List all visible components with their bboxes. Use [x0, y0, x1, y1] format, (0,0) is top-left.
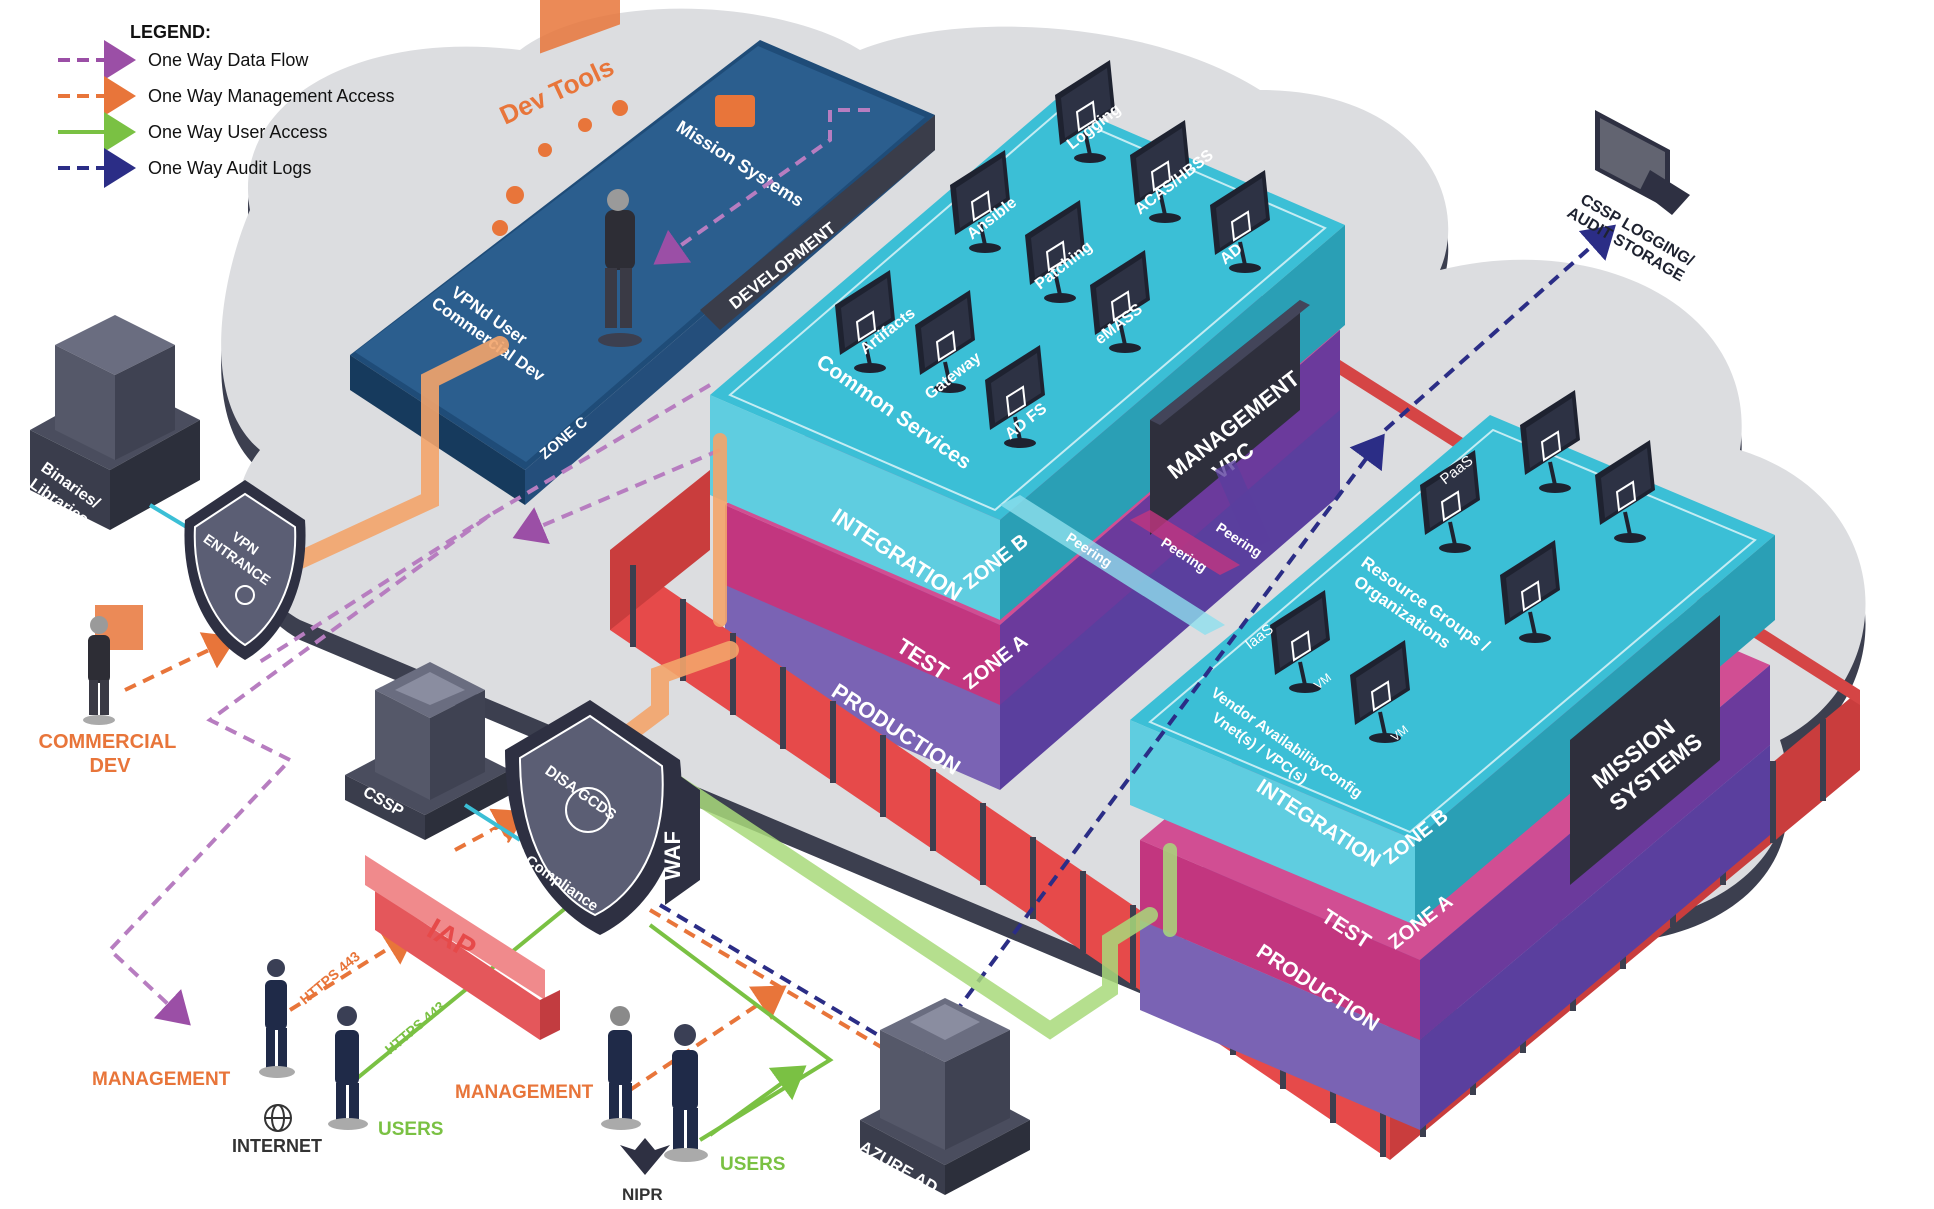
legend-label-3: One Way Audit Logs	[148, 158, 311, 178]
mission-monitor-icon-3	[1500, 540, 1560, 643]
wall-post	[830, 701, 836, 783]
vpn-entrance-shield-icon	[184, 480, 306, 660]
legend-label-2: One Way User Access	[148, 122, 327, 142]
wall-post	[1770, 761, 1776, 843]
azure-ad-server	[860, 998, 1030, 1195]
service-monitor-icon-2	[1055, 60, 1115, 163]
users-label-1: USERS	[378, 1119, 443, 1140]
https-label-1: HTTPS 443	[297, 948, 363, 1007]
service-monitor-icon-0	[835, 270, 895, 373]
mission-service-monitors	[1270, 390, 1655, 743]
binaries-libraries-server	[30, 315, 200, 530]
wall-post	[780, 667, 786, 749]
commercial-dev-label: COMMERCIAL DEV	[39, 731, 182, 777]
commercial-dev-person-icon	[83, 605, 143, 725]
wall-post	[680, 599, 686, 681]
waf-label: WAF	[660, 831, 685, 880]
internet-label: INTERNET	[232, 1136, 322, 1156]
user-person-icon-2	[664, 1024, 708, 1162]
service-monitor-icon-3	[915, 290, 975, 393]
wall-post	[1130, 905, 1136, 987]
wall-post	[880, 735, 886, 817]
wall-post	[1080, 871, 1086, 953]
https-label-2: HTTPS 443	[382, 998, 448, 1057]
management-person-icon-1	[259, 959, 295, 1078]
management-label-2: MANAGEMENT	[455, 1082, 594, 1103]
management-label-1: MANAGEMENT	[92, 1069, 231, 1090]
mission-monitor-icon-1	[1520, 390, 1580, 493]
service-monitor-icon-7	[1090, 250, 1150, 353]
iap-firewall-icon	[365, 855, 560, 1040]
wall-post	[980, 803, 986, 885]
cssp-server	[345, 662, 510, 840]
wall-post	[630, 565, 636, 647]
wall-post	[1030, 837, 1036, 919]
service-monitor-icon-5	[1130, 120, 1190, 223]
legend-label-0: One Way Data Flow	[148, 50, 309, 70]
management-person-icon-2	[601, 1006, 641, 1130]
dev-tools-icons	[492, 0, 755, 236]
mission-monitor-icon-2	[1595, 440, 1655, 543]
peering-connections	[1000, 460, 1270, 635]
mission-monitor-icon-0	[1420, 450, 1480, 553]
users-label-2: USERS	[720, 1154, 785, 1175]
wall-post	[930, 769, 936, 851]
user-person-icon-1	[328, 1006, 368, 1130]
mission-systems-stack	[1130, 415, 1775, 1130]
mission-monitor-icon-4	[1270, 590, 1330, 693]
management-vpc-box	[1150, 300, 1310, 535]
legend-label-1: One Way Management Access	[148, 86, 394, 106]
service-monitor-icon-1	[950, 150, 1010, 253]
wall-post	[1380, 1075, 1386, 1157]
disa-gcds-waf-shield-icon	[505, 700, 700, 935]
service-monitor-icon-8	[1210, 170, 1270, 273]
mission-monitor-icon-5	[1350, 640, 1410, 743]
nipr-label: NIPR	[622, 1185, 663, 1204]
data-flow-lines	[107, 108, 870, 1026]
legend-title: LEGEND:	[130, 22, 211, 42]
cssp-audit-storage-icon	[1595, 110, 1690, 215]
wall-post	[730, 633, 736, 715]
cssp-to-waf-link	[463, 803, 522, 842]
service-monitor-icon-4	[1025, 200, 1085, 303]
connection-pipes	[291, 336, 1177, 1040]
internet-globe-icon	[264, 1104, 292, 1132]
management-access-lines	[124, 632, 922, 1092]
development-zone	[350, 40, 935, 505]
wall-post	[1820, 719, 1826, 801]
developer-figure-icon	[598, 189, 642, 347]
service-monitor-icon-6	[985, 345, 1045, 448]
nipr-airforce-icon	[620, 1138, 670, 1175]
